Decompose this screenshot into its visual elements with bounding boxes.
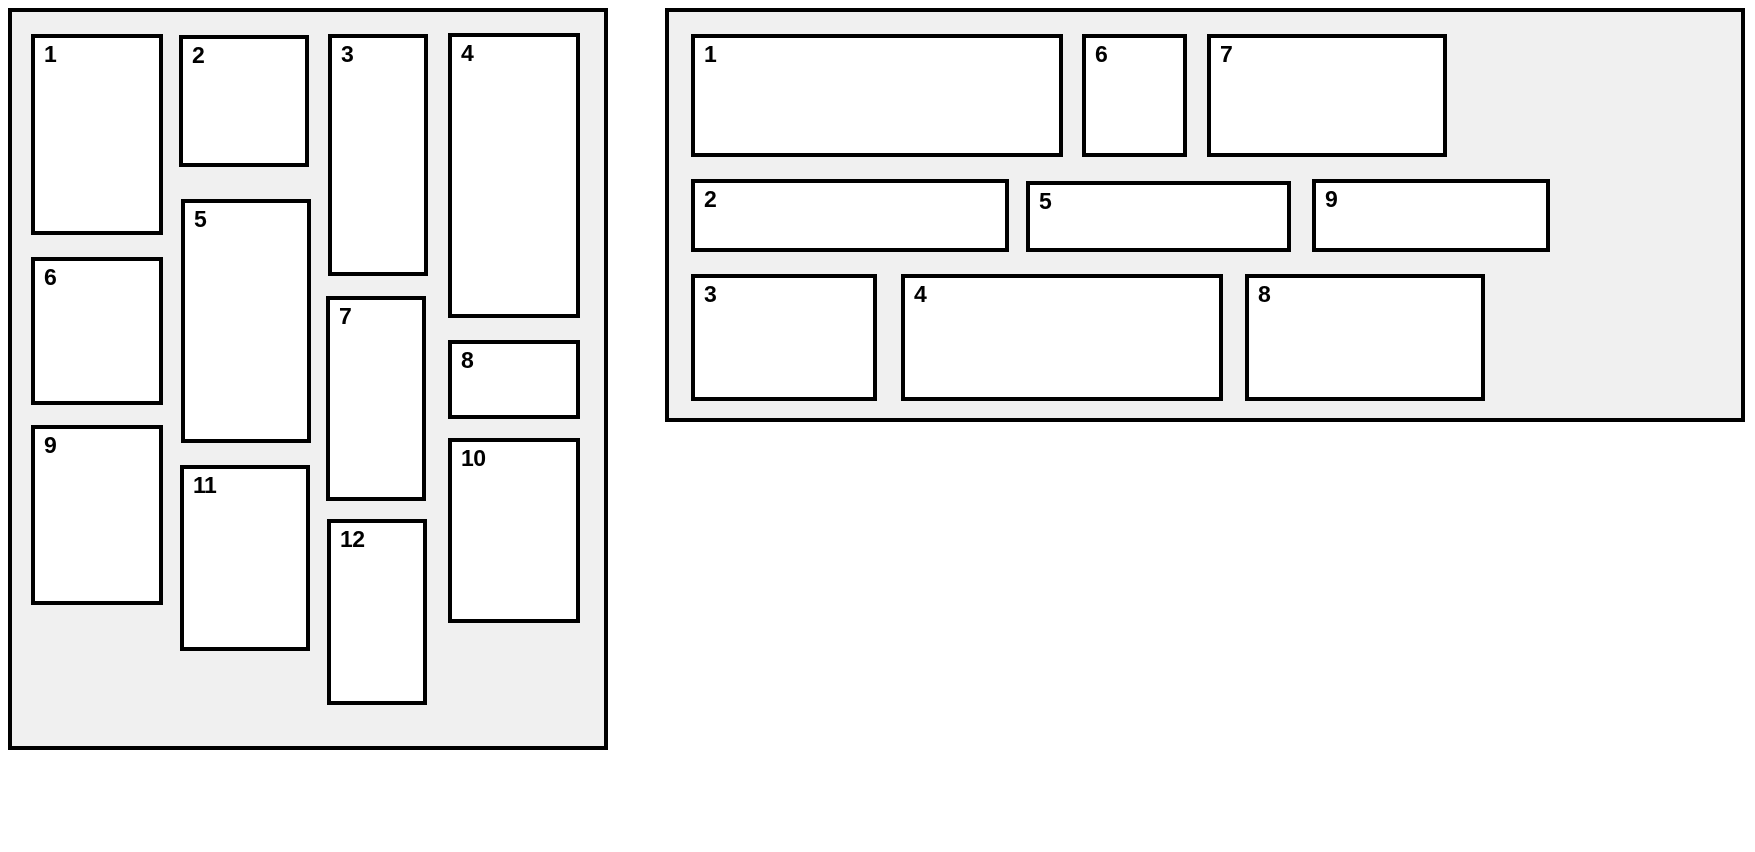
region-box-11[interactable]: 11 <box>180 465 310 651</box>
region-box-3[interactable]: 3 <box>328 34 428 276</box>
region-box-label: 2 <box>704 186 717 212</box>
region-box-label: 5 <box>194 206 207 232</box>
region-box-12[interactable]: 12 <box>327 519 427 705</box>
region-box-2[interactable]: 2 <box>691 179 1009 252</box>
region-box-label: 8 <box>1258 281 1271 307</box>
region-box-label: 12 <box>340 526 365 552</box>
region-box-label: 1 <box>44 41 57 67</box>
region-box-4[interactable]: 4 <box>448 33 580 318</box>
region-box-label: 11 <box>193 472 217 498</box>
region-box-label: 6 <box>44 264 57 290</box>
region-box-label: 8 <box>461 347 474 373</box>
region-box-2[interactable]: 2 <box>179 35 309 167</box>
region-box-label: 4 <box>461 40 474 66</box>
region-box-label: 5 <box>1039 188 1052 214</box>
region-box-1[interactable]: 1 <box>31 34 163 235</box>
region-box-7[interactable]: 7 <box>1207 34 1447 157</box>
region-box-label: 7 <box>339 303 352 329</box>
region-box-1[interactable]: 1 <box>691 34 1063 157</box>
region-box-10[interactable]: 10 <box>448 438 580 623</box>
right-panel: 1 6 7 2 5 9 3 4 8 <box>665 8 1745 422</box>
region-box-label: 2 <box>192 42 205 68</box>
region-box-6[interactable]: 6 <box>31 257 163 405</box>
region-box-label: 3 <box>704 281 717 307</box>
region-box-label: 9 <box>44 432 57 458</box>
region-box-label: 3 <box>341 41 354 67</box>
region-box-3[interactable]: 3 <box>691 274 877 401</box>
region-box-6[interactable]: 6 <box>1082 34 1187 157</box>
region-box-label: 9 <box>1325 186 1338 212</box>
region-box-5[interactable]: 5 <box>181 199 311 443</box>
region-box-9[interactable]: 9 <box>1312 179 1550 252</box>
region-box-8[interactable]: 8 <box>448 340 580 419</box>
region-box-label: 7 <box>1220 41 1233 67</box>
region-box-8[interactable]: 8 <box>1245 274 1485 401</box>
region-box-label: 1 <box>704 41 717 67</box>
region-box-5[interactable]: 5 <box>1026 181 1291 252</box>
region-box-label: 10 <box>461 445 486 471</box>
region-box-9[interactable]: 9 <box>31 425 163 605</box>
region-box-7[interactable]: 7 <box>326 296 426 501</box>
region-box-4[interactable]: 4 <box>901 274 1223 401</box>
region-box-label: 4 <box>914 281 927 307</box>
region-box-label: 6 <box>1095 41 1108 67</box>
